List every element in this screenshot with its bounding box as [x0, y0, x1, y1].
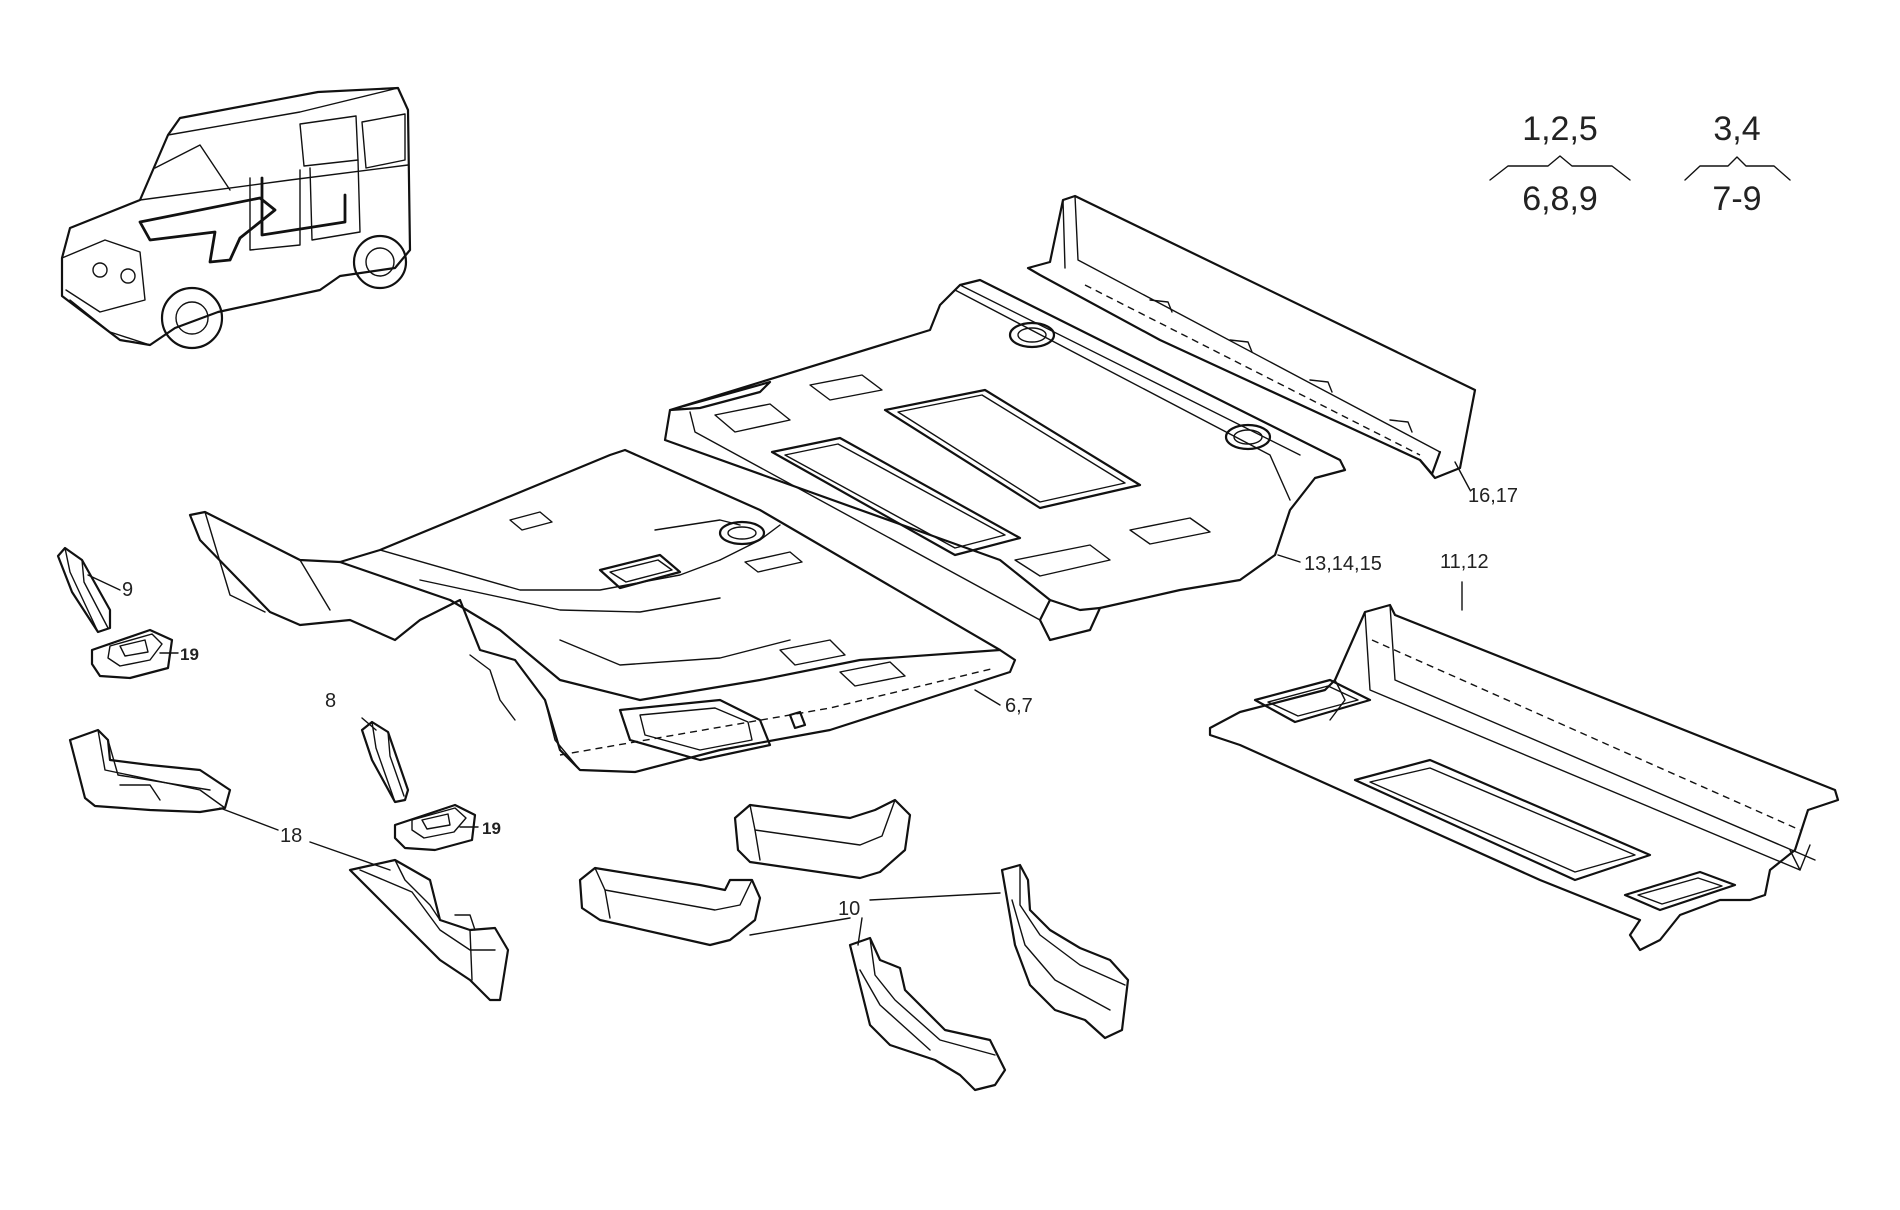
- rear-floor-panel: [1208, 603, 1840, 952]
- callout-19-upper: 19: [180, 645, 199, 664]
- reinforcement-part-18-left: [68, 728, 232, 814]
- callout-11-12: 11,12: [1440, 551, 1489, 573]
- applicability-legend: 1,2,5 6,8,9 3,4 7-9: [1489, 110, 1791, 218]
- callout-6-7: 6,7: [1005, 695, 1033, 717]
- reinforcement-part-18-right: [348, 858, 510, 1002]
- sill-arm-part-10-a: [578, 866, 762, 947]
- group-b-brace: [1684, 156, 1791, 181]
- bracket-part-9: [56, 546, 112, 634]
- callout-16-17: 16,17: [1468, 485, 1518, 507]
- front-floor-pan: [188, 448, 1017, 774]
- cup-part-19-upper: [90, 628, 174, 680]
- rear-cross-member-wall: [1026, 194, 1477, 480]
- group-a-variants: 6,8,9: [1522, 180, 1598, 218]
- group-b-models: 3,4: [1713, 110, 1760, 148]
- callout-leaders: [87, 461, 1471, 946]
- sill-arm-part-10-c: [848, 936, 1007, 1092]
- callout-8: 8: [325, 690, 336, 712]
- group-a-brace: [1489, 155, 1631, 181]
- callout-10: 10: [838, 898, 860, 920]
- callout-labels: 9 19 8 19 18 10 6,7 13,14,15 16,17 11,12: [122, 485, 1518, 920]
- bracket-part-8: [360, 720, 410, 804]
- cup-part-19-lower: [393, 803, 477, 852]
- callout-19-lower: 19: [482, 819, 501, 838]
- group-a-models: 1,2,5: [1522, 110, 1598, 148]
- callout-13-14-15: 13,14,15: [1304, 553, 1382, 575]
- sill-arm-part-10-d: [1000, 863, 1130, 1040]
- group-b-variants: 7-9: [1712, 180, 1761, 218]
- callout-9: 9: [122, 579, 133, 601]
- center-floor-panel: [663, 278, 1347, 642]
- sill-arm-part-10-b: [733, 798, 912, 880]
- vehicle-locator-sketch: [60, 86, 412, 350]
- callout-18: 18: [280, 825, 302, 847]
